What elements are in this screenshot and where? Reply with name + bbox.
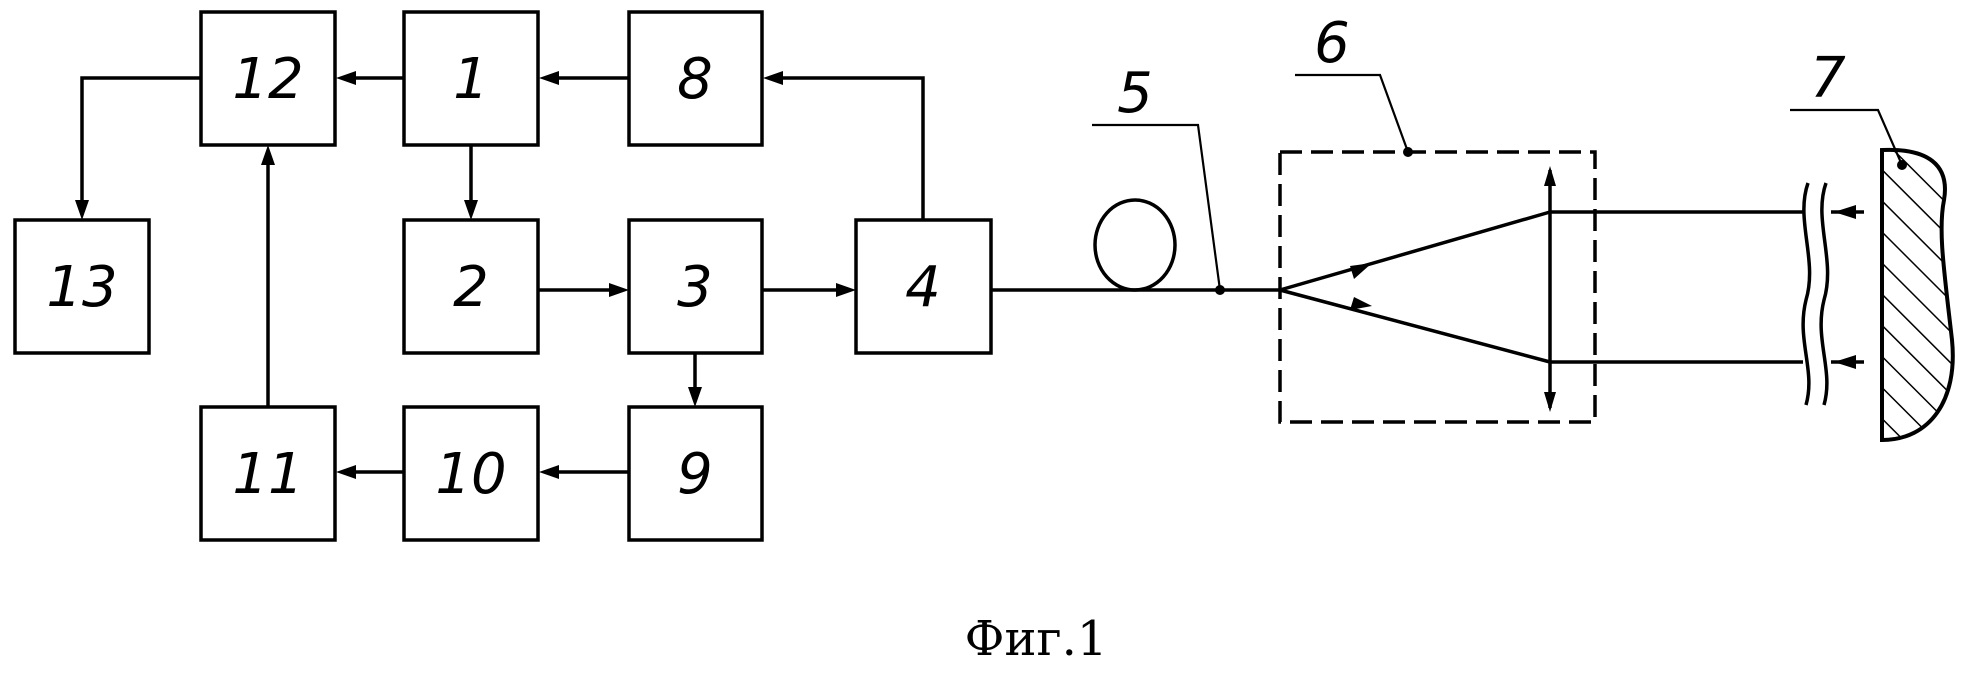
link-4-to-8 [763, 71, 923, 220]
link-3-to-9 [688, 353, 702, 407]
arrow-right-icon [1350, 263, 1372, 279]
callout-6: 6 [1295, 11, 1408, 152]
optical-fiber [991, 200, 1280, 295]
arrow-left-icon [763, 71, 783, 85]
optical-unit-enclosure [1280, 152, 1595, 422]
block-13: 13 [15, 220, 149, 353]
beam-upper [1280, 212, 1550, 290]
block-3: 3 [629, 220, 762, 353]
callout-7-label: 7 [1810, 46, 1846, 111]
block-8: 8 [629, 12, 762, 145]
arrow-down-icon [688, 387, 702, 407]
arrow-left-icon [336, 465, 356, 479]
link-1-to-12 [336, 71, 404, 85]
link-1-to-2 [464, 145, 478, 220]
link-12-to-13 [75, 78, 201, 220]
callout-5: 5 [1092, 61, 1220, 290]
block-3-label: 3 [677, 255, 713, 320]
break-mark-left [1803, 183, 1809, 405]
block-11-label: 11 [232, 442, 303, 507]
arrow-right-icon [836, 283, 856, 297]
arrow-up-icon [1544, 166, 1556, 186]
block-2: 2 [404, 220, 538, 353]
block-8-label: 8 [677, 47, 713, 112]
block-4-label: 4 [905, 255, 941, 320]
beam-lower [1280, 290, 1550, 362]
block-12: 12 [201, 12, 335, 145]
callout-6-label: 6 [1314, 11, 1350, 76]
block-1-label: 1 [453, 47, 489, 112]
link-11-to-12 [261, 145, 275, 407]
fiber-loop [1095, 200, 1175, 290]
arrow-left-icon [1834, 205, 1856, 219]
arrow-left-icon [1834, 355, 1856, 369]
block-9: 9 [629, 407, 762, 540]
arrow-down-icon [75, 200, 89, 220]
target-object [1882, 150, 1953, 440]
block-10: 10 [404, 407, 538, 540]
arrow-left-icon [539, 465, 559, 479]
parallel-beams [1550, 183, 1864, 405]
link-3-to-4 [762, 283, 856, 297]
arrow-left-icon [336, 71, 356, 85]
block-4: 4 [856, 220, 991, 353]
link-9-to-10 [539, 465, 629, 479]
callout-7: 7 [1790, 46, 1902, 165]
block-11: 11 [201, 407, 335, 540]
block-9-label: 9 [677, 442, 713, 507]
optical-unit [1280, 147, 1595, 422]
block-10-label: 10 [435, 442, 506, 507]
callout-5-label: 5 [1117, 61, 1153, 126]
arrow-right-icon [1350, 297, 1372, 310]
target-hatched-surface [1882, 150, 1953, 440]
block-1: 1 [404, 12, 538, 145]
link-10-to-11 [336, 465, 404, 479]
break-mark-right [1821, 183, 1827, 405]
figure-caption: Фиг.1 [965, 611, 1108, 667]
link-8-to-1 [539, 71, 629, 85]
arrow-left-icon [539, 71, 559, 85]
arrow-down-icon [464, 200, 478, 220]
block-13-label: 13 [46, 255, 117, 320]
arrow-down-icon [1544, 392, 1556, 412]
block-12-label: 12 [232, 47, 303, 112]
arrow-up-icon [261, 145, 275, 165]
arrow-right-icon [609, 283, 629, 297]
block-2-label: 2 [453, 255, 489, 320]
link-2-to-3 [538, 283, 629, 297]
